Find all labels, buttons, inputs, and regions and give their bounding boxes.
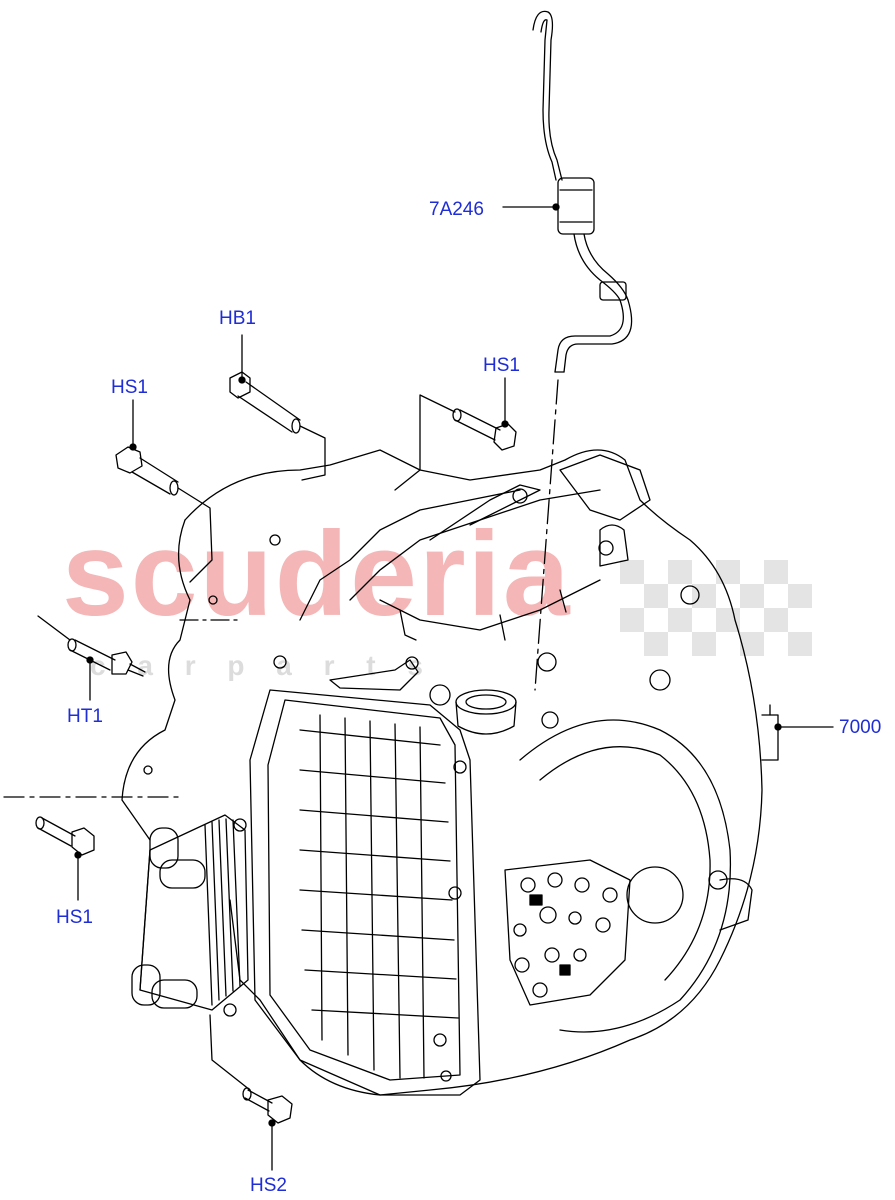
oil-pan (249, 689, 481, 1096)
transmission-assembly (121, 449, 779, 1096)
callout-hb1[interactable]: HB1 (219, 308, 256, 329)
watermark-flag-icon (620, 560, 812, 656)
leader-lines (74, 203, 834, 1171)
breather-tube (532, 10, 633, 691)
callout-hs1-left[interactable]: HS1 (111, 377, 148, 398)
bolt-hs1-left (115, 446, 213, 583)
callout-hs1-top[interactable]: HS1 (483, 355, 520, 376)
callout-7a246[interactable]: 7A246 (429, 199, 484, 220)
bolt-hb1 (229, 371, 326, 481)
callout-ht1[interactable]: HT1 (67, 706, 103, 727)
bolt-hs1-top (394, 394, 517, 491)
bolt-hs1-bottom (3, 796, 181, 856)
stud-ht1 (37, 615, 241, 677)
callout-hs2[interactable]: HS2 (250, 1175, 287, 1196)
bolt-hs2 (209, 1014, 293, 1124)
oil-cooler (131, 814, 249, 1017)
callout-7000[interactable]: 7000 (839, 717, 882, 738)
callout-hs1-bottom[interactable]: HS1 (56, 907, 93, 928)
